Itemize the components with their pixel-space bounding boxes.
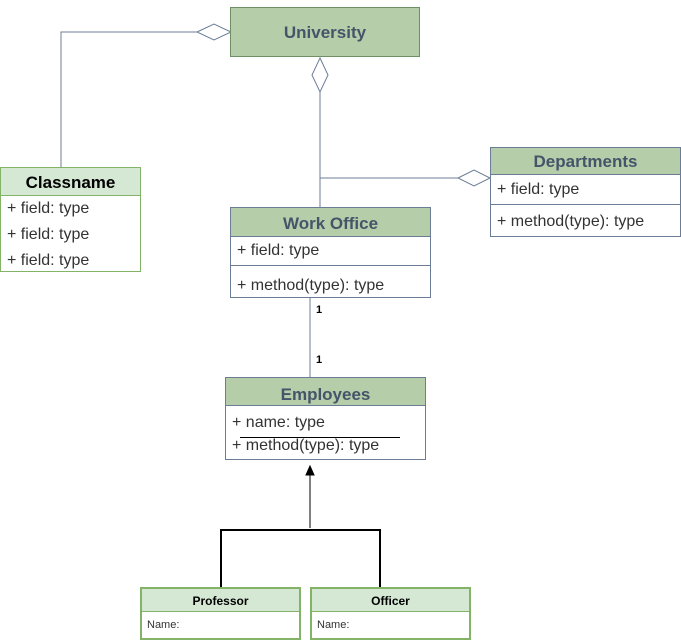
classname-field-2: + field: type [7,226,90,243]
professor-header: Professor [142,589,299,612]
work-office-field: + field: type [237,242,320,259]
officer-field: Name: [317,619,350,631]
employees-separator [240,437,400,438]
multiplicity-work-office: 1 [316,304,323,316]
employees-method: + method(type): type [232,437,380,454]
officer-class[interactable]: Officer Name: [310,587,471,640]
classname-field-3: + field: type [7,252,90,269]
departments-class[interactable]: Departments + field: type + method(type)… [490,147,681,237]
university-class[interactable]: University [230,7,420,57]
departments-header: Departments [491,148,680,175]
employees-header: Employees [226,378,425,406]
classname-university-aggregation [60,31,197,167]
generalization-arrowhead [305,464,315,476]
university-title: University [283,23,367,42]
employees-field: + name: type [232,414,325,431]
aggregation-diamond-university-bottom [311,56,329,94]
professor-class[interactable]: Professor Name: [140,587,301,640]
departments-field: + field: type [497,181,580,198]
classname-class[interactable]: Classname + field: type + field: type + … [0,167,141,272]
aggregation-diamond-university-left [195,23,233,41]
work-office-method: + method(type): type [231,265,430,299]
employees-class[interactable]: Employees + name: type + method(type): t… [225,377,426,460]
officer-header: Officer [312,589,469,612]
aggregation-diamond-departments [456,169,492,187]
work-office-header: Work Office [231,208,430,237]
classname-field-1: + field: type [7,200,90,217]
multiplicity-employees: 1 [316,354,323,366]
classname-header: Classname [1,168,140,196]
work-office-class[interactable]: Work Office + field: type + method(type)… [230,207,431,298]
departments-method: + method(type): type [491,204,680,238]
professor-field: Name: [147,619,180,631]
generalization-professor [220,529,381,587]
